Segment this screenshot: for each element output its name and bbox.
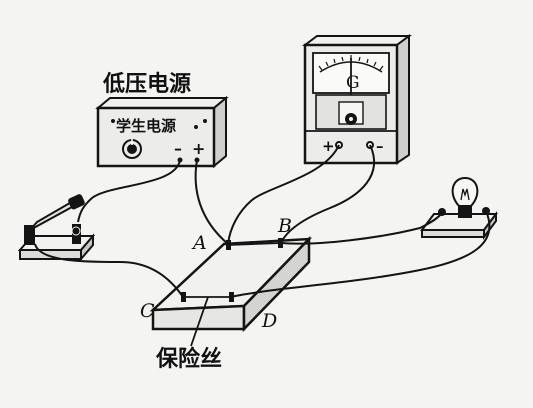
terminal-c (181, 292, 186, 302)
copper-wire (227, 242, 282, 246)
light-bulb-icon (420, 176, 498, 240)
galvanometer-minus-label: – (376, 137, 384, 155)
power-knob-icon (122, 139, 142, 159)
galvanometer-symbol: G (346, 73, 360, 93)
power-supply: 低压电源 学生电源 – + (95, 72, 229, 169)
power-minus-terminal-label: – (174, 139, 182, 158)
connecting-wires (34, 144, 491, 298)
fuse-label: 保险丝 (155, 346, 222, 372)
label-d: D (261, 310, 277, 332)
terminal-a (226, 240, 231, 250)
power-supply-title: 低压电源 (102, 72, 191, 97)
power-supply-panel-label: 学生电源 (116, 117, 176, 135)
galvanometer-plus-label: + (322, 137, 335, 155)
galvanometer: G + – (302, 34, 412, 165)
terminal-b (278, 238, 283, 248)
label-c: C (140, 300, 155, 322)
fuse-leader-line (190, 296, 209, 347)
power-plus-terminal-label: + (192, 139, 205, 158)
label-a: A (191, 232, 207, 254)
knife-switch-icon (17, 194, 96, 262)
label-b: B (277, 215, 292, 237)
fuse-board (149, 235, 313, 333)
